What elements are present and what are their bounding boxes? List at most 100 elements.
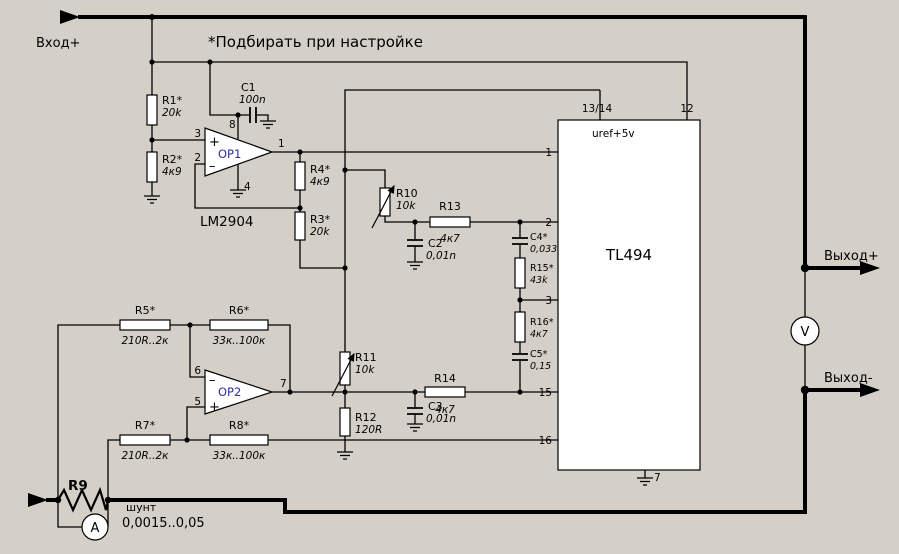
op1-pin8-label: 8: [229, 119, 236, 131]
r7-value: 210R..2к: [121, 450, 169, 462]
op2-pin6-label: 6: [194, 365, 201, 377]
r16-body: [514, 311, 526, 343]
r1-label: R1*: [162, 94, 183, 107]
op1-minus-sign: –: [209, 159, 216, 174]
tl494-pin-12-label: 12: [680, 103, 693, 115]
tuning-note: *Подбирать при настройке: [208, 33, 423, 51]
r14-value: 4к7: [435, 404, 455, 416]
tl494-pin-1-label: 1: [545, 147, 552, 159]
tl494-pin-16-label: 16: [539, 435, 553, 447]
r13-label: R13: [439, 200, 461, 213]
r5-label: R5*: [135, 304, 156, 317]
output-minus-arrow-icon: [860, 383, 880, 397]
junction-dot: [187, 322, 193, 328]
opamp-op2: OP2 – + 6 5 7: [194, 365, 286, 415]
input-minus-arrow-icon: [28, 493, 48, 507]
resistor-r3: R3* 20k: [294, 211, 331, 241]
r3-value: 20k: [310, 226, 330, 238]
output-minus-label: Выход-: [824, 371, 873, 386]
resistor-r2: R2* 4к9: [146, 151, 183, 183]
r3-body: [294, 211, 306, 241]
op1-pin4-label: 4: [244, 181, 251, 193]
input-plus-label: Вход+: [36, 36, 80, 51]
op1-pin3-label: 3: [194, 128, 201, 140]
junction-dot: [184, 437, 190, 443]
ground-icon: [230, 189, 246, 198]
ground-icon: [337, 451, 353, 460]
tl494-pin-13-14-label: 13/14: [582, 103, 613, 115]
r11-label: R11: [355, 351, 377, 364]
r12-value: 120R: [355, 424, 382, 436]
op1-pin2-label: 2: [194, 152, 201, 164]
r4-body: [294, 161, 306, 191]
c2-label: C2: [428, 237, 443, 250]
power-buses: [28, 10, 880, 514]
output-minus-node: [800, 385, 810, 395]
resistor-r16: R16* 4к7: [514, 311, 554, 343]
tl494-pin-3-label: 3: [545, 295, 552, 307]
resistor-r4: R4* 4к9: [294, 161, 331, 191]
r6-body: [209, 319, 269, 331]
r16-label: R16*: [530, 317, 554, 328]
voltmeter: V: [790, 316, 820, 346]
r10-label: R10: [396, 187, 418, 200]
r4-value: 4к9: [310, 176, 330, 188]
junction-dot: [412, 389, 418, 395]
r2-label: R2*: [162, 153, 183, 166]
ground-icon: [260, 120, 276, 129]
shunt-label: шунт: [126, 501, 157, 514]
r2-body: [146, 151, 158, 183]
c5-plates: [512, 353, 528, 361]
junction-dots: [54, 14, 810, 504]
ic-tl494: TL494 uref+5v 13/14 12 1 2 3 15 16 7: [539, 103, 701, 484]
tl494-body: [557, 119, 701, 471]
r14-label: R14: [434, 372, 456, 385]
op1-part-label: LM2904: [200, 214, 254, 230]
op1-plus-sign: +: [209, 135, 220, 150]
c1-label: C1: [241, 81, 256, 94]
resistor-r6: R6* 33к..100к: [209, 304, 269, 347]
op2-pin5-label: 5: [194, 396, 201, 408]
r8-value: 33к..100к: [213, 450, 266, 462]
c2-plates: [407, 239, 423, 247]
c3-label: C3: [428, 400, 443, 413]
r11-body: [339, 351, 351, 386]
bus-bottom-rail: [108, 390, 807, 514]
r10-wiper-arrow-icon: [371, 184, 395, 229]
resistor-r8: R8* 33к..100к: [209, 419, 269, 462]
r15-value: 43k: [530, 275, 548, 286]
bus-top-rail: [78, 15, 807, 268]
r16-value: 4к7: [530, 329, 548, 340]
ammeter-letter: A: [91, 521, 100, 536]
resistor-r1: R1* 20k: [146, 94, 183, 126]
tl494-uref-label: uref+5v: [592, 128, 635, 140]
r9-label: R9: [68, 478, 88, 494]
tl494-pin-2-label: 2: [545, 217, 552, 229]
capacitor-c3: C3 0,01n: [407, 400, 456, 425]
r1-value: 20k: [162, 107, 182, 119]
r2-value: 4к9: [162, 166, 182, 178]
r15-label: R15*: [530, 263, 554, 274]
capacitor-c4: C4* 0,033: [512, 232, 557, 255]
c1-plates: [249, 107, 257, 123]
junction-dot: [517, 389, 523, 395]
ground-icon: [407, 261, 423, 270]
op2-minus-sign: –: [209, 373, 216, 388]
r8-body: [209, 434, 269, 446]
resistor-r7: R7* 210R..2к: [119, 419, 171, 462]
r6-value: 33к..100к: [213, 335, 266, 347]
junction-dot: [297, 149, 303, 155]
junction-dot: [104, 496, 112, 504]
potentiometer-r10: R10 10k: [371, 184, 418, 229]
r7-label: R7*: [135, 419, 156, 432]
junction-dot: [149, 137, 155, 143]
r15-body: [514, 257, 526, 289]
wire-op1-out-vref: [272, 89, 601, 352]
c3-plates: [407, 407, 423, 415]
junction-dot: [342, 167, 348, 173]
r12-body: [339, 407, 351, 437]
op1-triangle: [204, 127, 274, 177]
c4-label: C4*: [530, 232, 548, 243]
resistor-r14: R14 4к7: [424, 372, 466, 416]
